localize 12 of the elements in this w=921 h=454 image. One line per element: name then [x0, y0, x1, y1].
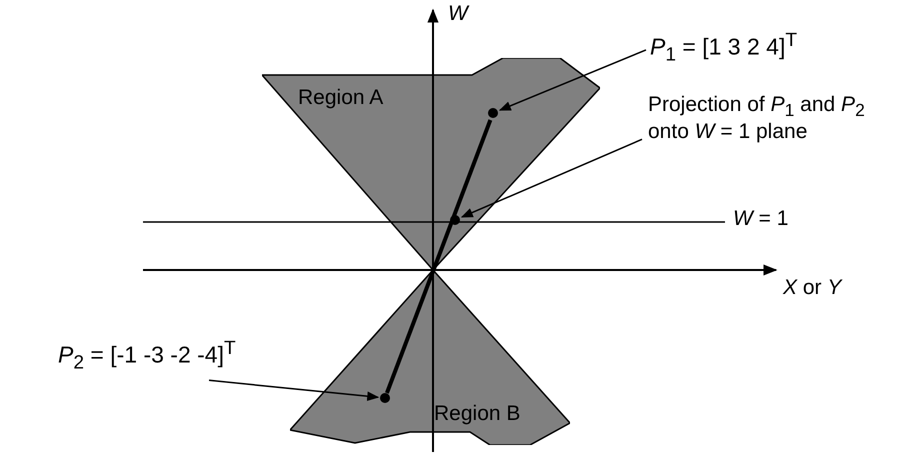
axis-label: W: [448, 2, 468, 26]
point-label: P$_{2}$ = [-1 -3 -2 -4]$^{T}$: [58, 338, 236, 374]
line-segment: [385, 119, 492, 394]
leader-arrow: [498, 49, 646, 111]
line-label: W = 1: [733, 207, 788, 232]
region-label: Region B: [434, 402, 520, 426]
leader-arrow: [208, 380, 380, 401]
callout-text: Projection of P$_{1}$ and P$_{2}$ onto W = 1 plane: [648, 93, 876, 144]
region-label: Region A: [298, 86, 384, 110]
axis-label: X or Y: [783, 276, 842, 300]
point-label: P$_{1}$ = [1 3 2 4]$^{T}$: [650, 30, 798, 66]
leader-arrow: [460, 138, 642, 218]
